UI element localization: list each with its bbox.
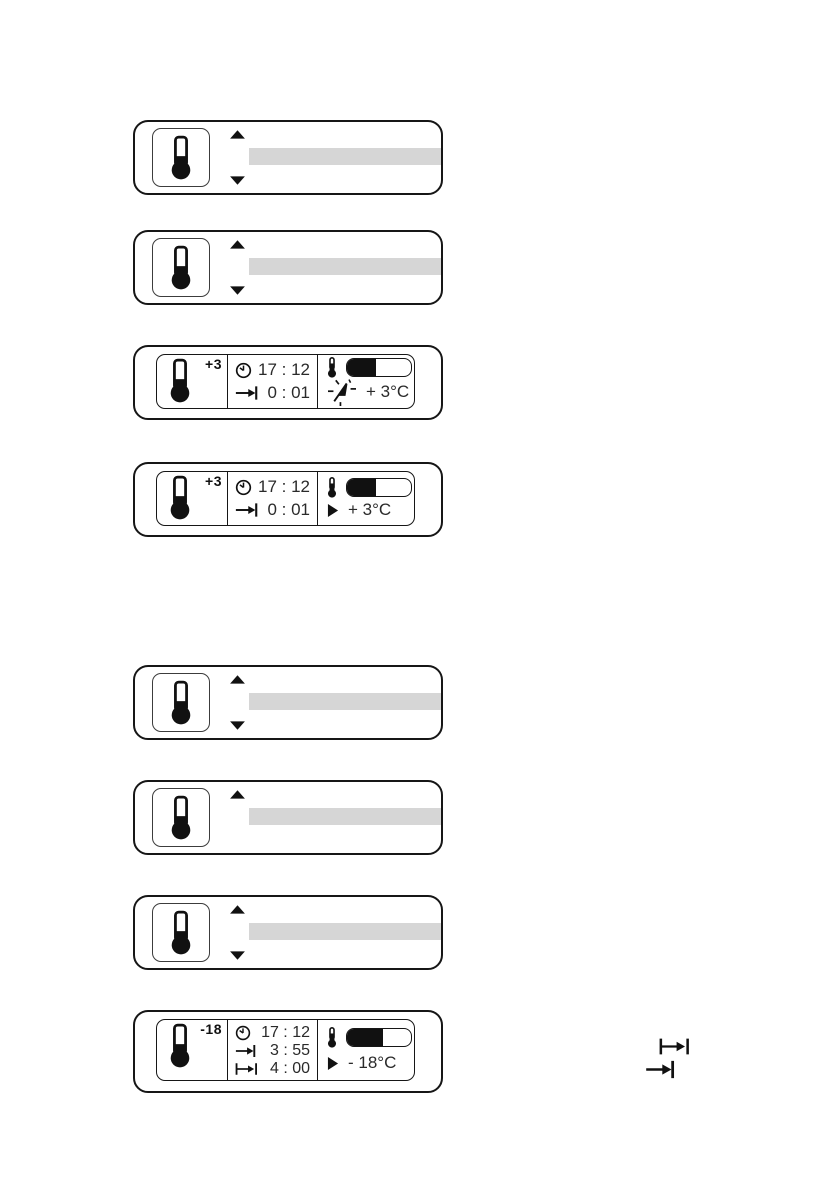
- start-time-row: 0 : 01: [228, 500, 317, 520]
- thermometer-icon: [168, 245, 194, 291]
- up-arrow-icon: [230, 240, 245, 249]
- duration-time: 4 : 00: [269, 1060, 310, 1077]
- down-arrow-icon: [230, 951, 245, 960]
- status-display: +3 17 : 12 0 : 01: [156, 354, 415, 409]
- panel-temp-select-1: [133, 120, 443, 195]
- thermometer-icon: [167, 1023, 193, 1069]
- bar-arrow-bar-icon: [656, 1036, 693, 1057]
- duration-time-row: 4 : 00: [228, 1060, 317, 1078]
- arrow-to-bar-icon: [642, 1058, 678, 1081]
- clock-icon: [235, 362, 258, 379]
- clock-time: 17 : 12: [261, 1024, 310, 1041]
- elapsed-time: 3 : 55: [269, 1042, 310, 1059]
- panel-temp-select-3: [133, 665, 443, 740]
- status-display: -18 17 : 12 3 : 55 4 : 00: [156, 1019, 415, 1081]
- bar-arrow-bar-icon: [235, 1061, 258, 1077]
- elapsed-time-row: 3 : 55: [228, 1042, 317, 1060]
- start-time: 0 : 01: [267, 383, 310, 402]
- temperature-reading: + 3°C: [348, 500, 392, 520]
- set-temperature-label: -18: [200, 1021, 222, 1037]
- time-section: 17 : 12 3 : 55 4 : 00: [228, 1020, 318, 1080]
- thermometer-section: +3: [157, 355, 228, 408]
- time-section: 17 : 12 0 : 01: [228, 355, 318, 408]
- panel-temp-select-4: [133, 780, 443, 855]
- temperature-level-bar: [346, 1028, 412, 1047]
- small-thermometer-icon: [327, 1027, 337, 1048]
- blank-display-bar: [249, 923, 441, 940]
- down-arrow-icon: [230, 286, 245, 295]
- status-display: +3 17 : 12 0 : 01: [156, 471, 415, 526]
- panel-freezer-status: -18 17 : 12 3 : 55 4 : 00: [133, 1010, 443, 1093]
- small-thermometer-icon: [327, 357, 337, 378]
- reading-row: + 3°C: [318, 500, 414, 520]
- temperature-reading: - 18°C: [348, 1053, 397, 1072]
- reading-row: + 3°C: [318, 378, 414, 406]
- start-time-row: 0 : 01: [228, 383, 317, 403]
- level-bar-fill: [347, 359, 376, 376]
- clock-time: 17 : 12: [258, 360, 310, 379]
- thermometer-icon: [168, 910, 194, 956]
- clock-row: 17 : 12: [228, 477, 317, 497]
- level-bar-fill: [347, 478, 376, 496]
- panel-fridge-status-confirmed: +3 17 : 12 0 : 01: [133, 462, 443, 537]
- down-arrow-icon: [230, 721, 245, 730]
- panel-fridge-status-blinking: +3 17 : 12 0 : 01: [133, 345, 443, 420]
- status-section: + 3°C: [318, 355, 414, 408]
- thermometer-key: [152, 903, 210, 962]
- blinking-indicator-icon: [327, 378, 357, 406]
- play-indicator-icon: [327, 1056, 339, 1071]
- blank-display-bar: [249, 808, 441, 825]
- temperature-level-bar: [346, 358, 412, 377]
- thermometer-icon: [168, 135, 194, 181]
- panel-temp-select-5: [133, 895, 443, 970]
- arrow-to-bar-icon: [235, 501, 258, 519]
- status-section: + 3°C: [318, 472, 414, 525]
- level-bar-fill: [347, 1029, 384, 1046]
- small-thermometer-icon: [327, 477, 337, 498]
- blank-display-bar: [249, 148, 441, 165]
- down-arrow-icon: [230, 176, 245, 185]
- start-time: 0 : 01: [267, 500, 310, 519]
- thermometer-icon: [167, 358, 193, 404]
- play-indicator-icon: [327, 503, 339, 518]
- clock-row: 17 : 12: [228, 360, 317, 380]
- up-arrow-icon: [230, 675, 245, 684]
- panel-temp-select-2: [133, 230, 443, 305]
- clock-row: 17 : 12: [228, 1024, 317, 1042]
- level-row: [318, 477, 414, 498]
- arrow-to-bar-icon: [235, 1043, 258, 1059]
- up-arrow-icon: [230, 905, 245, 914]
- thermometer-key: [152, 238, 210, 297]
- blank-display-bar: [249, 258, 441, 275]
- reading-row: - 18°C: [318, 1053, 414, 1073]
- temperature-reading: + 3°C: [366, 382, 410, 401]
- thermometer-icon: [168, 795, 194, 841]
- set-temperature-label: +3: [205, 356, 222, 372]
- arrow-to-bar-icon: [235, 384, 258, 402]
- thermometer-section: -18: [157, 1020, 228, 1080]
- up-arrow-icon: [230, 130, 245, 139]
- status-section: - 18°C: [318, 1020, 414, 1080]
- time-section: 17 : 12 0 : 01: [228, 472, 318, 525]
- thermometer-key: [152, 788, 210, 847]
- up-arrow-icon: [230, 790, 245, 799]
- clock-icon: [235, 479, 258, 496]
- thermometer-icon: [168, 680, 194, 726]
- level-row: [318, 1027, 414, 1048]
- thermometer-section: +3: [157, 472, 228, 525]
- clock-icon: [235, 1025, 258, 1041]
- thermometer-key: [152, 128, 210, 187]
- blank-display-bar: [249, 693, 441, 710]
- level-row: [318, 357, 414, 378]
- clock-time: 17 : 12: [258, 477, 310, 496]
- thermometer-key: [152, 673, 210, 732]
- set-temperature-label: +3: [205, 473, 222, 489]
- temperature-level-bar: [346, 477, 412, 497]
- thermometer-icon: [167, 475, 193, 521]
